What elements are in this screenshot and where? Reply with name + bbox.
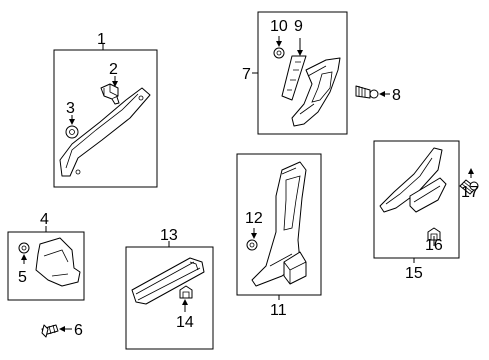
callout-8: 8 <box>392 87 401 104</box>
part-6-pin <box>41 324 59 338</box>
callout-15: 15 <box>405 265 423 282</box>
part-16-clip <box>427 227 441 241</box>
callout-1: 1 <box>97 31 106 48</box>
scuff-plate <box>131 257 205 305</box>
part-8-screw <box>355 85 379 99</box>
part-14-clip <box>179 285 193 299</box>
pillar-trim-upper <box>291 57 341 127</box>
callout-4: 4 <box>40 211 49 228</box>
part-5-nut <box>18 242 30 254</box>
group-7: 7 10 9 <box>242 11 348 135</box>
callout-10: 10 <box>270 18 288 35</box>
callout-6: 6 <box>74 322 83 339</box>
callout-7: 7 <box>242 66 251 83</box>
group-11: 11 12 <box>236 153 322 319</box>
part-9-bracket <box>281 55 307 101</box>
part-10-nut <box>273 47 285 59</box>
group-13: 13 14 <box>125 227 214 350</box>
callout-5: 5 <box>18 269 27 286</box>
part-12-nut <box>246 239 258 251</box>
callout-16: 16 <box>425 237 443 254</box>
pillar-trim-lower <box>251 161 307 287</box>
group-1-box <box>53 49 158 188</box>
group-4: 4 5 <box>7 211 85 301</box>
callout-13: 13 <box>160 227 178 244</box>
bracket-4 <box>35 237 81 287</box>
sill-trim <box>379 147 447 213</box>
callout-3: 3 <box>66 100 75 117</box>
part-2-clip <box>100 83 120 105</box>
part-3-nut <box>65 125 79 139</box>
group-1: 1 2 3 <box>53 31 158 188</box>
callout-17-visible: 17 <box>461 184 479 201</box>
callout-14: 14 <box>176 314 194 331</box>
callout-9: 9 <box>294 18 303 35</box>
callout-2: 2 <box>109 61 118 78</box>
group-15: 15 16 <box>373 140 460 282</box>
part-17-screw <box>459 179 479 195</box>
group-15-box <box>373 140 460 259</box>
pillar-trim-a <box>59 87 151 177</box>
callout-12: 12 <box>245 210 263 227</box>
callout-11: 11 <box>270 302 287 319</box>
